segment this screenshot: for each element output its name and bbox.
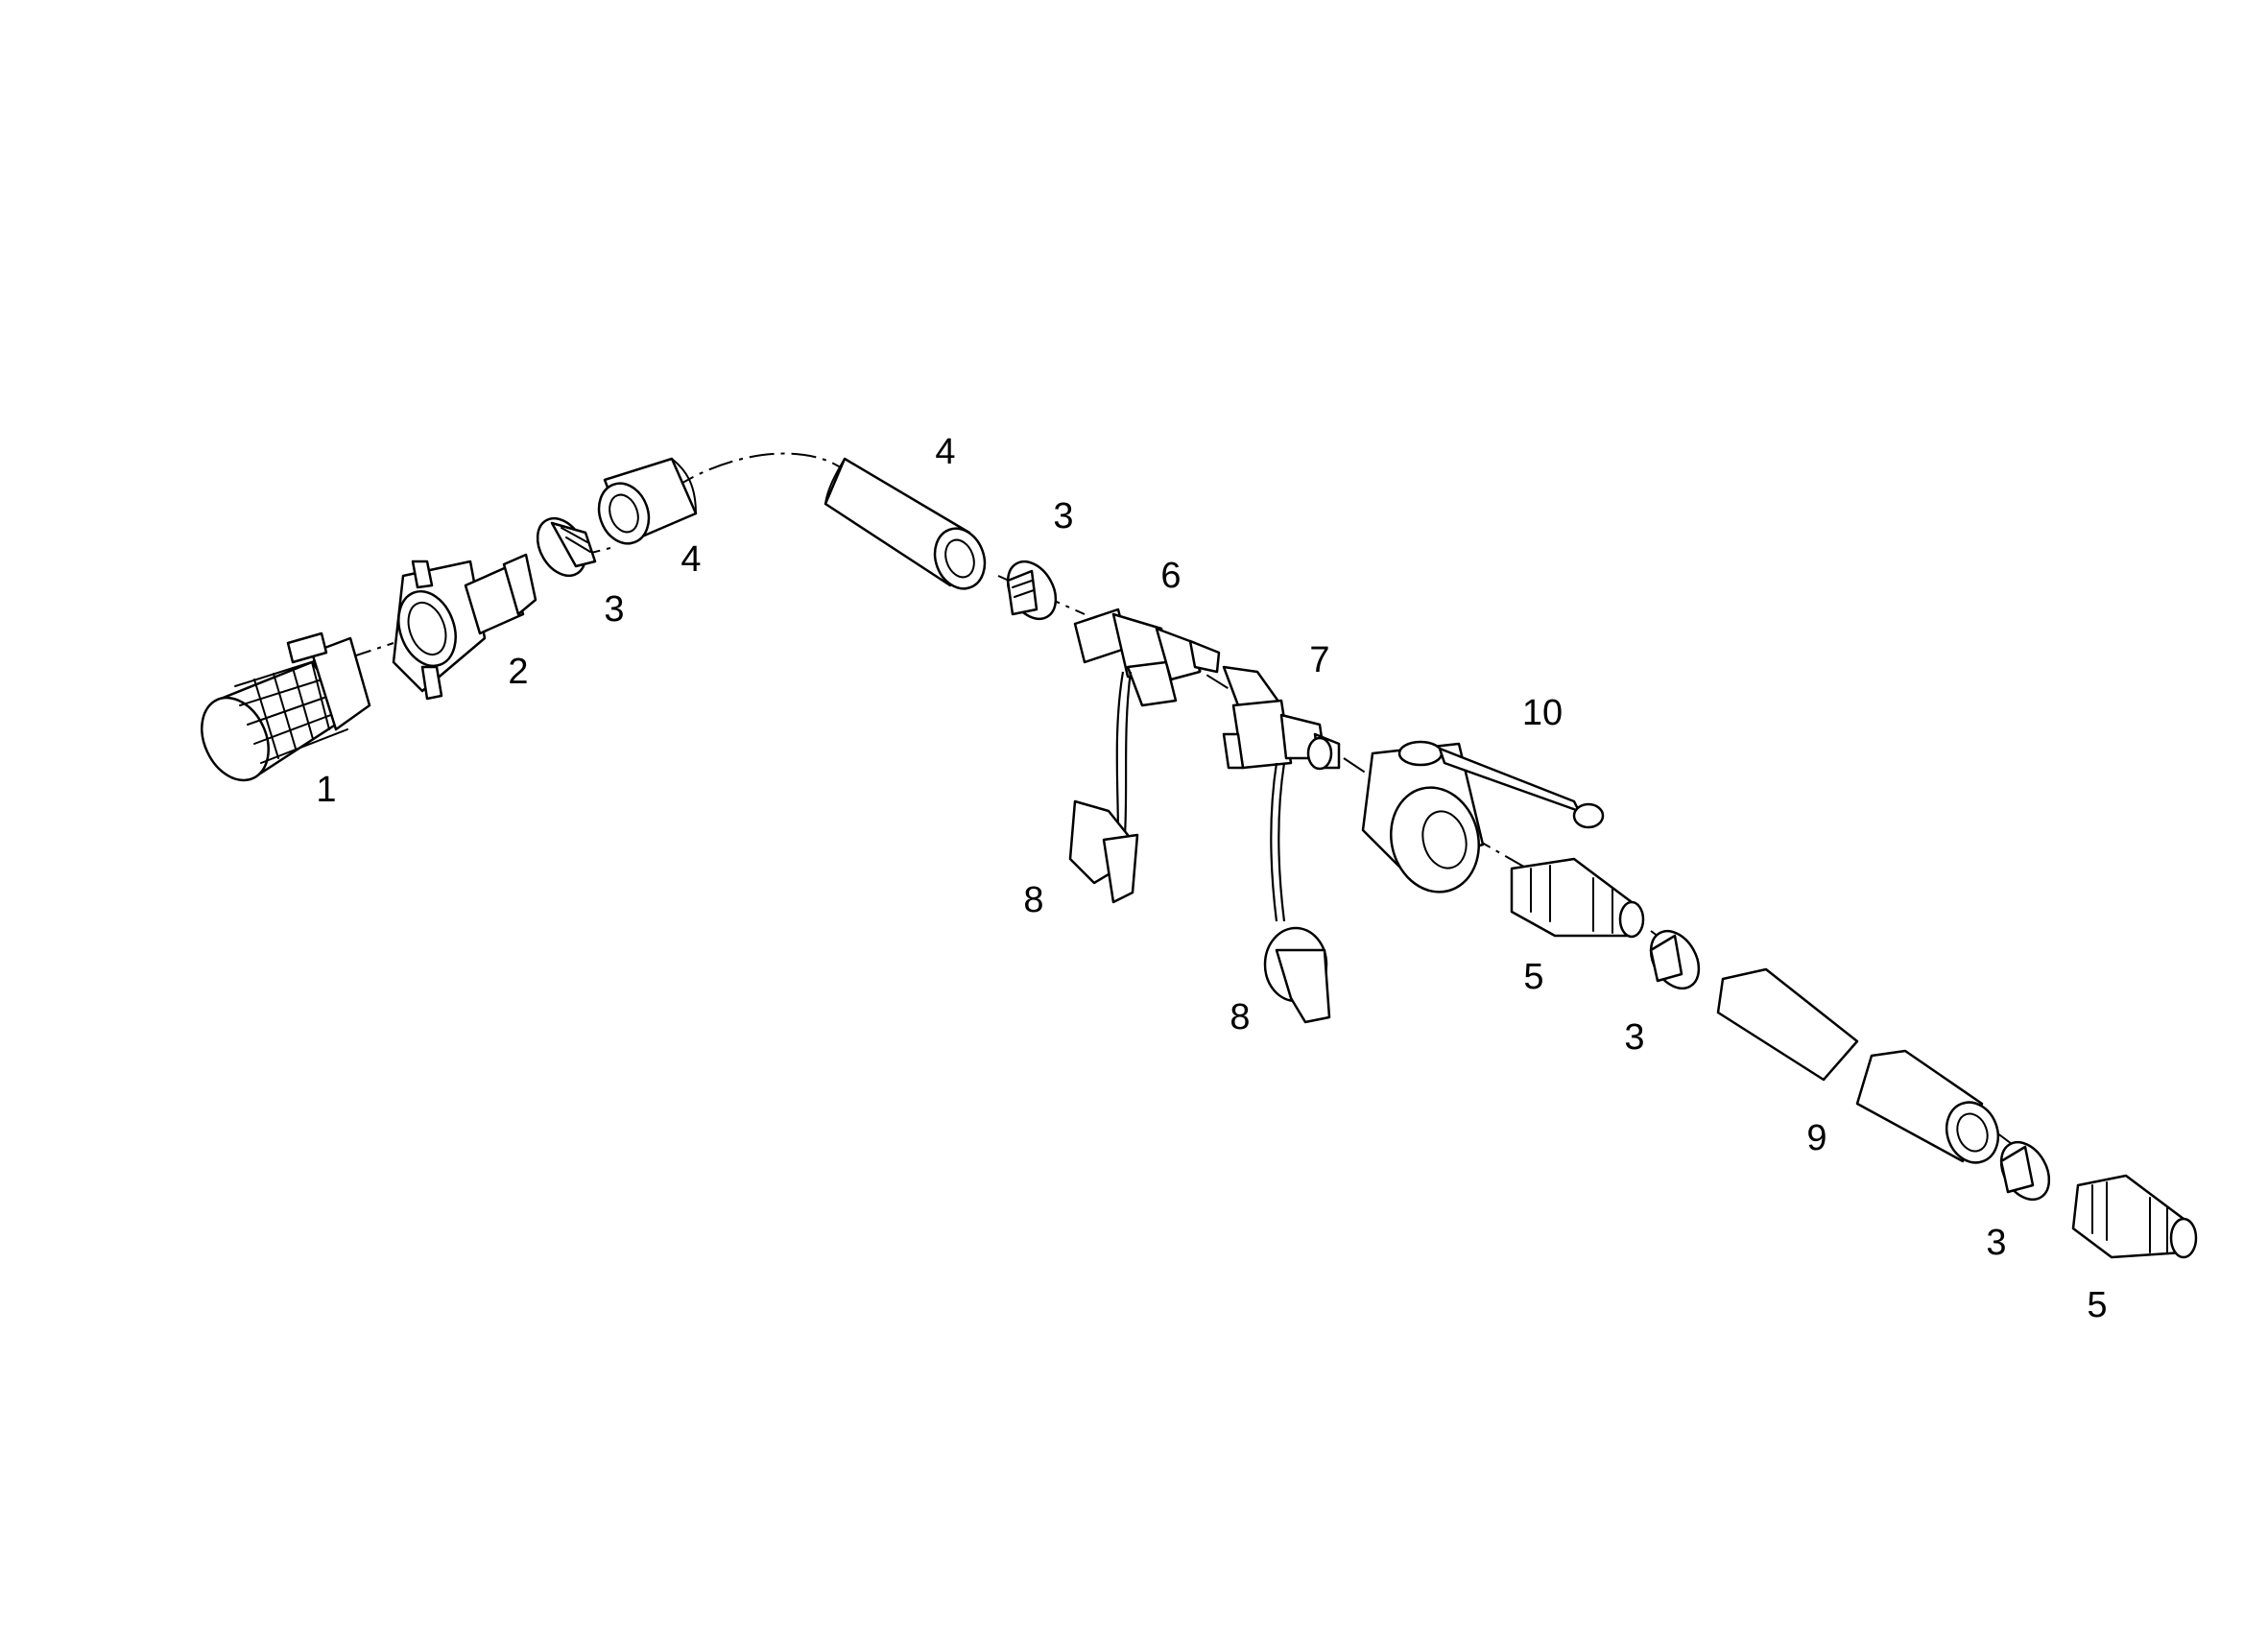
callout-4: 4 — [680, 539, 701, 580]
callout-labels: 1 2 3 4 4 3 6 7 10 8 8 5 3 9 3 5 — [316, 432, 2107, 1325]
part-3-hose-clamp-c — [1649, 929, 1701, 990]
callout-5: 5 — [2087, 1285, 2107, 1325]
part-5-hose-nipple-a — [1510, 857, 1645, 939]
part-8-dust-cap-a — [1068, 671, 1139, 904]
callout-3: 3 — [604, 589, 624, 630]
callout-7: 7 — [1309, 640, 1329, 680]
part-1-strainer — [201, 631, 371, 782]
part-8-dust-cap-b — [1263, 762, 1331, 1024]
callout-10: 10 — [1522, 693, 1563, 733]
callout-3: 3 — [1624, 1017, 1644, 1058]
callout-5: 5 — [1523, 957, 1543, 997]
callout-1: 1 — [316, 770, 336, 810]
part-4-hose-short — [597, 457, 698, 545]
callout-2: 2 — [508, 652, 528, 692]
callout-3: 3 — [1986, 1223, 2006, 1263]
part-7-coupling — [1222, 665, 1341, 771]
callout-4: 4 — [935, 432, 955, 472]
callout-8: 8 — [1023, 880, 1043, 920]
callout-9: 9 — [1806, 1118, 1826, 1158]
part-6-coupling — [1073, 608, 1221, 707]
part-4-hose-long — [824, 457, 987, 590]
part-2-hose-connector — [392, 553, 537, 701]
part-3-hose-clamp-a — [536, 516, 597, 578]
part-3-hose-clamp-d — [1999, 1140, 2051, 1202]
part-9-hose — [1716, 967, 2000, 1164]
callout-6: 6 — [1160, 556, 1181, 596]
part-5-hose-nipple-b — [2071, 1174, 2198, 1259]
callout-8: 8 — [1229, 997, 1250, 1037]
part-3-hose-clamp-b — [1006, 560, 1058, 621]
part-10-ball-valve — [1361, 740, 1605, 893]
callout-3: 3 — [1053, 496, 1073, 536]
